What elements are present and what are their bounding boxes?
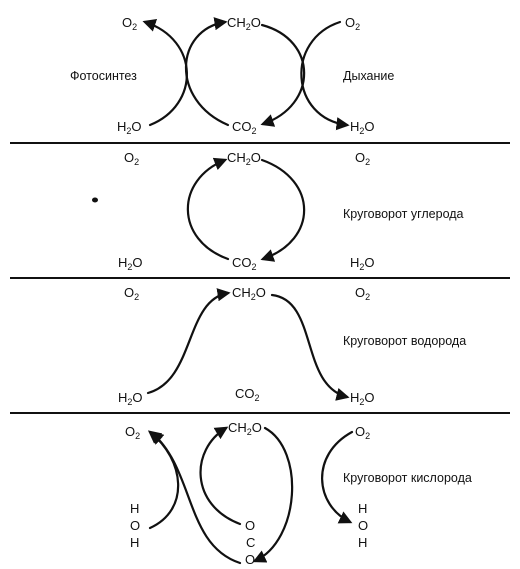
arrow-co2-to-ch2o bbox=[184, 17, 230, 127]
panel-photosynthesis-respiration: Фотосинтез Дыхание O2 CH2O O2 H2O CO2 H2… bbox=[70, 15, 394, 136]
arrow-o2-to-h2o bbox=[300, 20, 350, 131]
panel-hydrogen-cycle: O2 CH2O O2 Круговорот водорода H2O CO2 H… bbox=[118, 285, 466, 407]
label-oxygen-cycle: Круговорот кислорода bbox=[343, 471, 472, 485]
co2-bottom: CO2 bbox=[232, 119, 257, 136]
o2-left: O2 bbox=[124, 285, 139, 302]
panel-carbon-cycle: O2 CH2O O2 Круговорот углерода H2O CO2 H… bbox=[92, 150, 464, 272]
water-left-h2: H bbox=[130, 535, 139, 550]
arrow-co2-to-ch2o bbox=[186, 157, 230, 261]
label-photosynthesis: Фотосинтез bbox=[70, 69, 137, 83]
o2-right: O2 bbox=[355, 424, 370, 441]
ink-dot bbox=[92, 197, 98, 203]
co2: CO2 bbox=[232, 255, 257, 272]
panel-oxygen-cycle: O2 CH2O O2 Круговорот кислорода H O H O … bbox=[125, 420, 472, 567]
label-respiration: Дыхание bbox=[343, 69, 394, 83]
water-right-h1: H bbox=[358, 501, 367, 516]
o2-top-left: O2 bbox=[122, 15, 137, 32]
h2o-bottom-right: H2O bbox=[350, 119, 375, 136]
label-hydrogen-cycle: Круговорот водорода bbox=[343, 334, 466, 348]
ch2o: CH2O bbox=[227, 150, 261, 167]
arrow-co2-o-to-ch2o bbox=[199, 426, 242, 526]
ch2o: CH2O bbox=[232, 285, 266, 302]
co2-bottom-o: O bbox=[245, 552, 255, 567]
o2-top-right: O2 bbox=[345, 15, 360, 32]
arrow-o2-to-water-o bbox=[321, 430, 354, 524]
arrow-co2-o-to-o2 bbox=[150, 431, 242, 565]
o2-left: O2 bbox=[124, 150, 139, 167]
co2: CO2 bbox=[235, 386, 260, 403]
arrow-photosynthesis-to-o2 bbox=[142, 19, 188, 127]
co2-top-o: O bbox=[245, 518, 255, 533]
arrow-ch2o-to-h2o bbox=[270, 293, 350, 401]
water-left-h1: H bbox=[130, 501, 139, 516]
o2-right: O2 bbox=[355, 150, 370, 167]
water-left-o: O bbox=[130, 518, 140, 533]
h2o-left: H2O bbox=[118, 255, 143, 272]
o2-left: O2 bbox=[125, 424, 140, 441]
label-carbon-cycle: Круговорот углерода bbox=[343, 207, 464, 221]
h2o-left: H2O bbox=[118, 390, 143, 407]
h2o-right: H2O bbox=[350, 390, 375, 407]
ch2o-top: CH2O bbox=[227, 15, 261, 32]
water-right-o: O bbox=[358, 518, 368, 533]
arrow-h2o-to-ch2o bbox=[146, 288, 231, 395]
h2o-right: H2O bbox=[350, 255, 375, 272]
arrow-ch2o-to-co2 bbox=[260, 23, 306, 127]
ch2o: CH2O bbox=[228, 420, 262, 437]
o2-right: O2 bbox=[355, 285, 370, 302]
co2-c: C bbox=[246, 535, 255, 550]
arrow-ch2o-to-co2-o bbox=[252, 426, 294, 563]
arrow-ch2o-to-co2 bbox=[260, 158, 306, 262]
water-right-h2: H bbox=[358, 535, 367, 550]
h2o-bottom-left: H2O bbox=[117, 119, 142, 136]
